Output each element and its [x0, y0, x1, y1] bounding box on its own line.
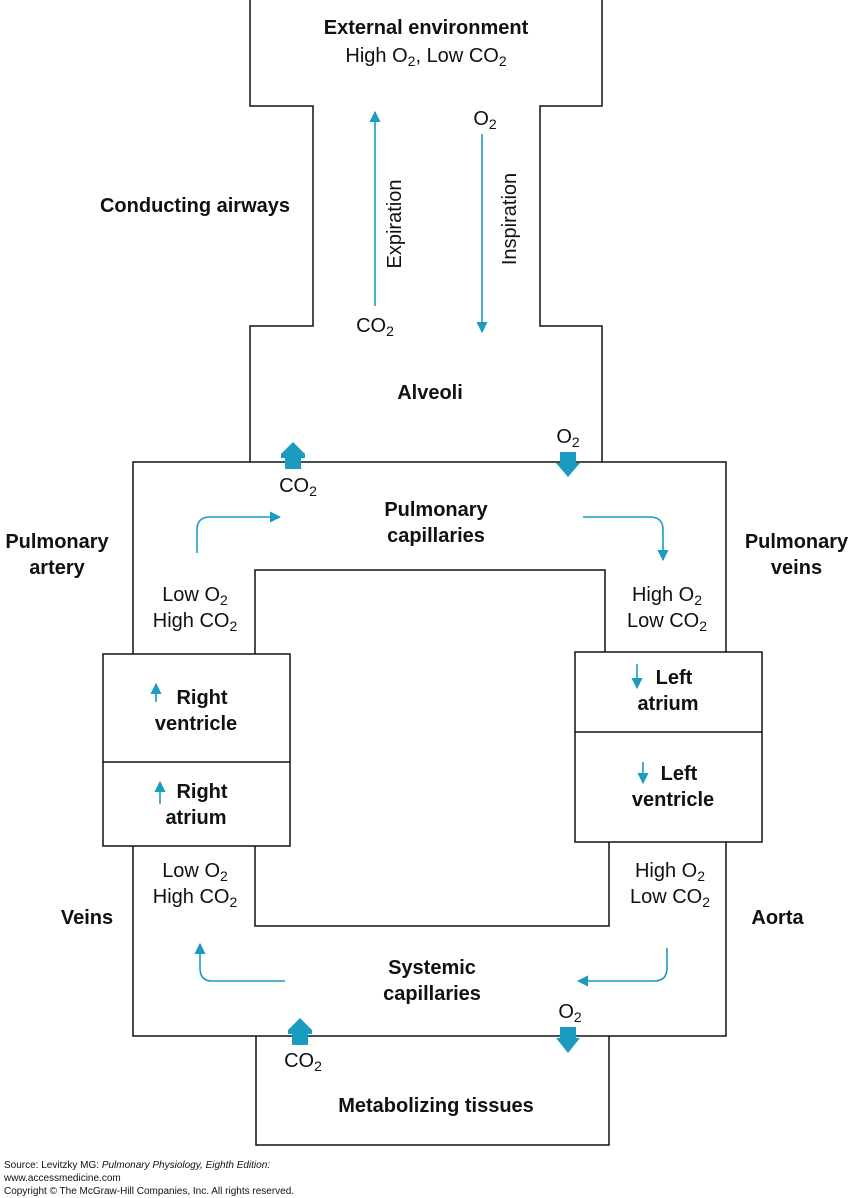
external-environment-gases: High O2, Low CO2 — [345, 45, 507, 69]
circulation-outline — [132, 461, 727, 1146]
alveoli-label: Alveoli — [397, 382, 463, 404]
source-url: www.accessmedicine.com — [4, 1173, 121, 1184]
systemic-flow-arrow-left — [194, 942, 285, 982]
tissue-co2-label: CO2 — [284, 1050, 322, 1074]
pulmonary-flow-arrow-right — [583, 516, 669, 562]
tissue-o2-down-arrow — [556, 1027, 580, 1053]
alveolar-o2-label: O2 — [556, 426, 580, 450]
conducting-airways-label: Conducting airways — [99, 195, 291, 217]
chamber-arrows — [150, 664, 649, 804]
expiration-label: Expiration — [384, 179, 406, 269]
heart-chambers — [102, 651, 763, 847]
source-line: Source: Levitzky MG: Pulmonary Physiolog… — [4, 1160, 271, 1171]
alveolar-co2-label: CO2 — [279, 475, 317, 499]
inspiration-label: Inspiration — [499, 172, 521, 266]
pulmonary-flow-arrows — [196, 511, 669, 562]
external-environment-label: External environment — [323, 17, 529, 39]
expired-co2-label: CO2 — [356, 315, 394, 339]
aorta-label: Aorta — [751, 907, 804, 929]
veins-label: Veins — [60, 907, 114, 929]
copyright-line: Copyright © The McGraw-Hill Companies, I… — [4, 1186, 295, 1197]
metabolizing-tissues-label: Metabolizing tissues — [338, 1095, 534, 1117]
tissue-o2-label: O2 — [558, 1001, 582, 1025]
pulmonary-flow-arrow-left — [196, 511, 282, 553]
alveolar-o2-down-arrow — [556, 452, 580, 477]
systemic-flow-arrow-right — [576, 948, 668, 987]
gas-exchange-arrows — [281, 442, 580, 1053]
tissue-co2-up-arrow — [288, 1018, 312, 1045]
airway-outline — [249, 0, 603, 462]
systemic-flow-arrows — [194, 942, 668, 987]
inspired-o2-label: O2 — [473, 108, 497, 132]
left-heart-box — [574, 651, 763, 843]
alveolar-co2-up-arrow — [281, 442, 305, 469]
right-heart-box — [102, 653, 291, 847]
airway-arrows — [369, 110, 488, 334]
